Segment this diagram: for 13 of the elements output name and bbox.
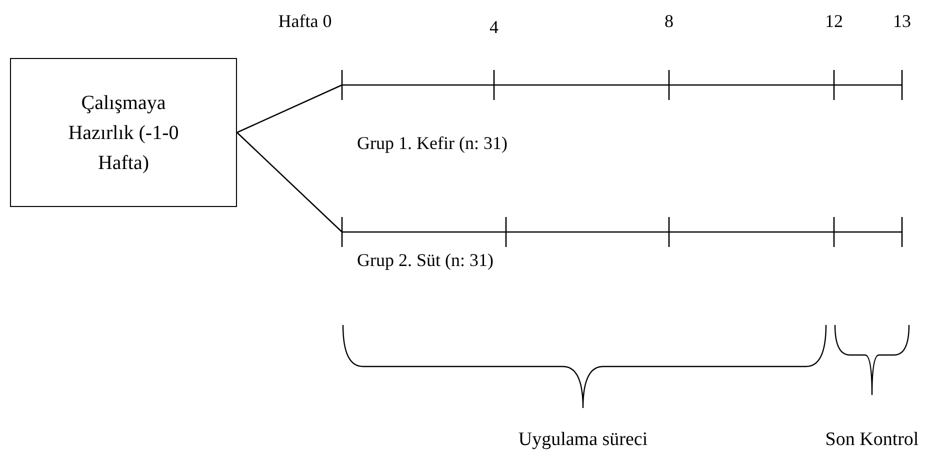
week-tick-label: 8: [664, 11, 674, 32]
phase-label: Son Kontrol: [825, 429, 919, 451]
group-label: Grup 1. Kefir (n: 31): [357, 133, 508, 154]
connector-line: [236, 84, 342, 134]
week-tick-label: 13: [893, 11, 911, 32]
box-label: Çalışmaya Hazırlık (-1-0 Hafta): [67, 90, 180, 176]
connector-line: [236, 132, 342, 232]
week-tick-label: 12: [825, 11, 843, 32]
group-label: Grup 2. Süt (n: 31): [357, 250, 494, 271]
week-tick-label: Hafta 0: [278, 11, 332, 32]
week-tick-label: 4: [490, 17, 498, 38]
process-box: [10, 58, 237, 207]
phase-label: Uygulama süreci: [518, 429, 648, 451]
